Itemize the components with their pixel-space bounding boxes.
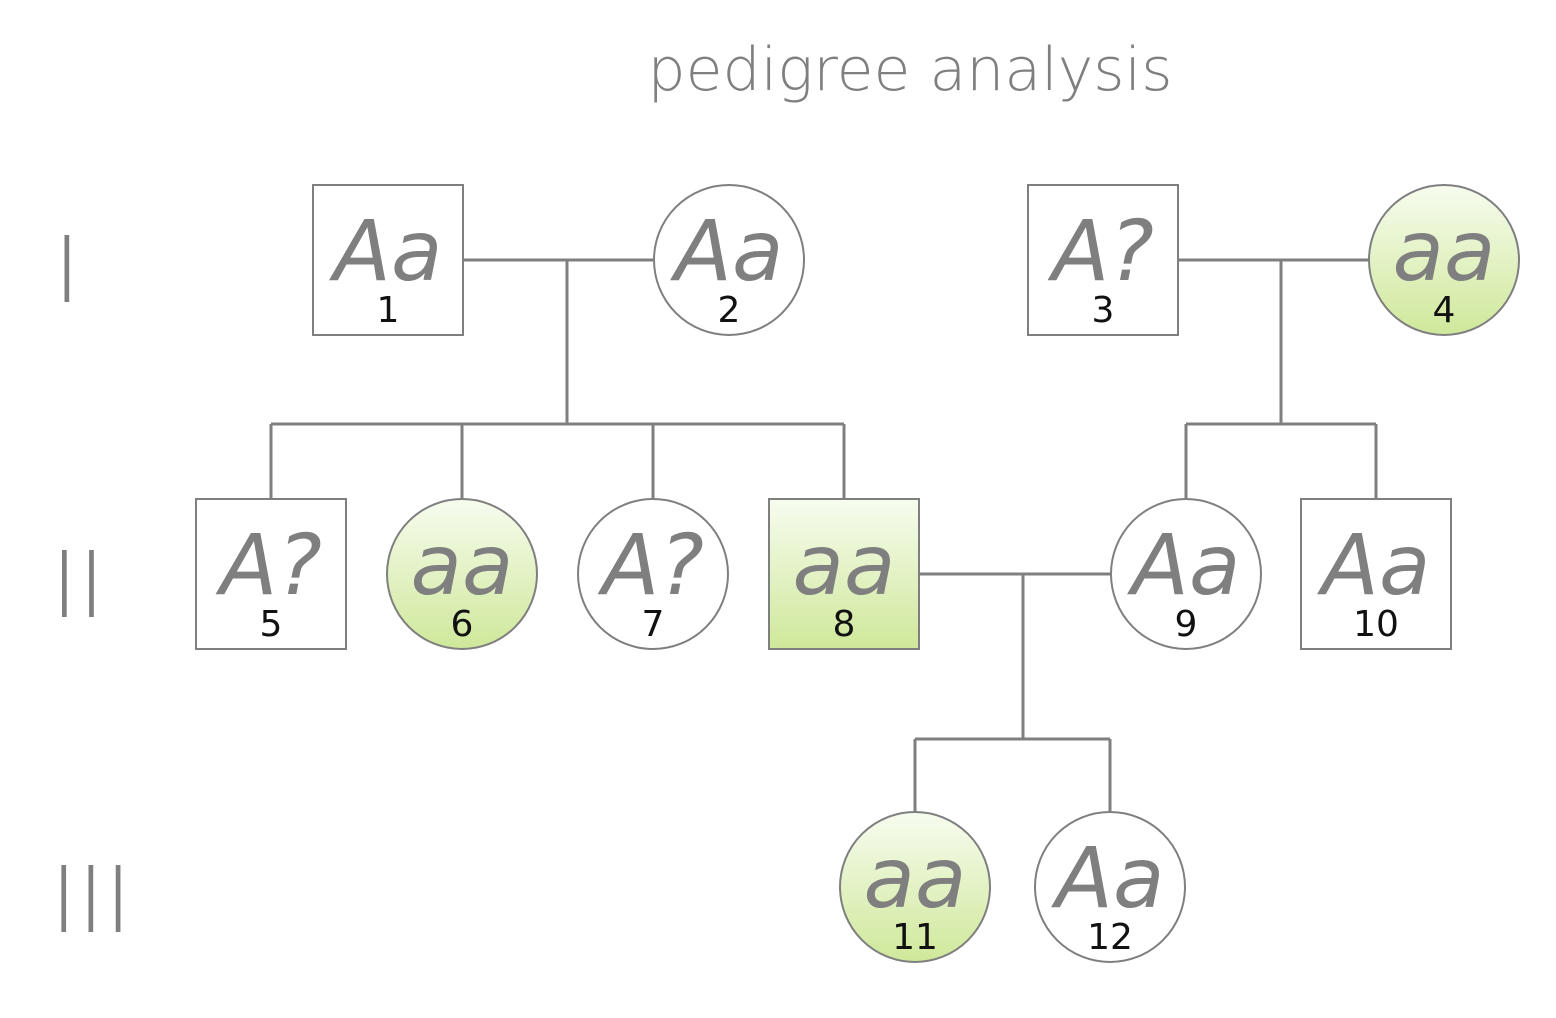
individual-number: 7 bbox=[642, 604, 665, 645]
page-title: pedigree analysis bbox=[648, 35, 1173, 105]
male-square-1 bbox=[312, 184, 464, 336]
individual-6: aa6 bbox=[386, 498, 538, 650]
genotype-label: Aa bbox=[1317, 516, 1431, 614]
individual-number: 3 bbox=[1092, 290, 1115, 331]
individual-number: 1 bbox=[377, 290, 400, 331]
female-circle-12 bbox=[1034, 811, 1186, 963]
male-square-3 bbox=[1027, 184, 1179, 336]
generation-label-i: I bbox=[53, 217, 80, 324]
individual-number: 4 bbox=[1433, 290, 1456, 331]
genotype-label: A? bbox=[215, 516, 322, 614]
generation-label-iii: III bbox=[50, 847, 131, 954]
individual-2: Aa2 bbox=[653, 184, 805, 336]
individual-7: A?7 bbox=[577, 498, 729, 650]
generation-label-ii: II bbox=[51, 532, 105, 639]
individual-3: A?3 bbox=[1027, 184, 1179, 336]
genotype-label: A? bbox=[597, 516, 704, 614]
individual-number: 10 bbox=[1353, 604, 1399, 645]
individual-5: A?5 bbox=[195, 498, 347, 650]
female-circle-6 bbox=[386, 498, 538, 650]
genotype-label: aa bbox=[793, 516, 896, 614]
female-circle-4 bbox=[1368, 184, 1520, 336]
connector-lines bbox=[269, 258, 1378, 812]
female-circle-2 bbox=[653, 184, 805, 336]
male-square-5 bbox=[195, 498, 347, 650]
genotype-label: Aa bbox=[670, 202, 784, 300]
genotype-label: aa bbox=[411, 516, 514, 614]
individual-1: Aa1 bbox=[312, 184, 464, 336]
individual-4: aa4 bbox=[1368, 184, 1520, 336]
genotype-label: Aa bbox=[1051, 829, 1165, 927]
individual-9: Aa9 bbox=[1110, 498, 1262, 650]
male-square-10 bbox=[1300, 498, 1452, 650]
individual-number: 5 bbox=[260, 604, 283, 645]
female-circle-11 bbox=[839, 811, 991, 963]
genotype-label: Aa bbox=[1127, 516, 1241, 614]
genotype-label: A? bbox=[1047, 202, 1154, 300]
genotype-label: aa bbox=[864, 829, 967, 927]
genotype-label: aa bbox=[1393, 202, 1496, 300]
individual-number: 6 bbox=[451, 604, 474, 645]
individual-number: 9 bbox=[1175, 604, 1198, 645]
genotype-label: Aa bbox=[329, 202, 443, 300]
female-circle-9 bbox=[1110, 498, 1262, 650]
individual-number: 11 bbox=[892, 917, 938, 958]
individual-number: 8 bbox=[833, 604, 856, 645]
female-circle-7 bbox=[577, 498, 729, 650]
male-square-8 bbox=[768, 498, 920, 650]
individual-8: aa8 bbox=[768, 498, 920, 650]
individual-number: 12 bbox=[1087, 917, 1133, 958]
individual-number: 2 bbox=[718, 290, 741, 331]
